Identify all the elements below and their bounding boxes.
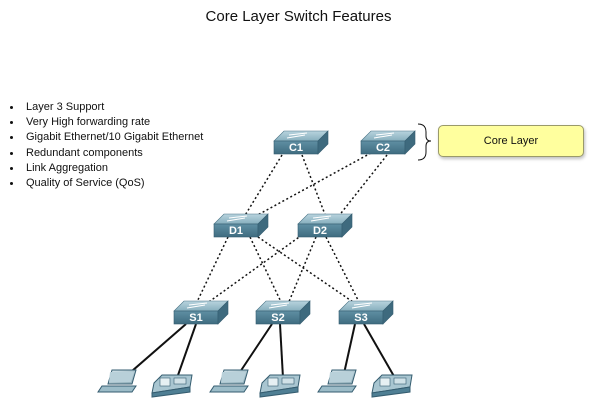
switch-label-d1: D1 <box>229 225 243 237</box>
switch-label-c1: C1 <box>289 142 303 154</box>
core-layer-callout: Core Layer <box>438 125 584 157</box>
switch-d2: D2 <box>297 213 353 238</box>
link-s1-pc1 <box>123 323 187 379</box>
link-d2-s3 <box>325 236 361 305</box>
layer-bracket <box>417 123 432 161</box>
switch-s1: S1 <box>173 300 229 325</box>
link-c2-d1 <box>253 152 372 218</box>
switch-label-s1: S1 <box>189 312 202 324</box>
laptop-icon <box>209 369 249 393</box>
diagram-title: Core Layer Switch Features <box>205 8 392 25</box>
feature-item: Gigabit Ethernet/10 Gigabit Ethernet <box>8 130 203 145</box>
feature-list: Layer 3 Support Very High forwarding rat… <box>8 100 203 191</box>
ip-phone-icon <box>151 374 193 398</box>
link-d1-s1 <box>195 236 229 305</box>
link-c1-d2 <box>301 154 327 218</box>
link-s3-pc3 <box>342 323 356 379</box>
switch-c1: C1 <box>273 130 329 155</box>
feature-item: Link Aggregation <box>8 161 203 176</box>
link-c2-d2 <box>337 154 388 218</box>
feature-item: Redundant components <box>8 146 203 161</box>
link-s2-pc2 <box>235 323 273 379</box>
ip-phone-icon <box>371 374 413 398</box>
link-d2-s2 <box>287 236 317 305</box>
link-d1-s3 <box>257 236 357 305</box>
switch-s3: S3 <box>338 300 394 325</box>
switch-label-s3: S3 <box>354 312 367 324</box>
laptop-icon <box>97 369 137 393</box>
switch-label-d2: D2 <box>313 225 327 237</box>
switch-c2: C2 <box>360 130 416 155</box>
ip-phone-icon <box>259 374 301 398</box>
laptop-icon <box>317 369 357 393</box>
switch-label-c2: C2 <box>376 142 390 154</box>
feature-item: Layer 3 Support <box>8 100 203 115</box>
switch-s2: S2 <box>255 300 311 325</box>
link-s2-phone2 <box>279 323 284 379</box>
feature-item: Quality of Service (QoS) <box>8 176 203 191</box>
link-s3-phone3 <box>363 323 396 379</box>
switch-d1: D1 <box>213 213 269 238</box>
link-d2-s1 <box>205 234 303 305</box>
link-s1-phone1 <box>176 323 197 379</box>
link-c1-d1 <box>243 154 283 218</box>
feature-item: Very High forwarding rate <box>8 115 203 130</box>
link-d1-s2 <box>249 236 283 305</box>
switch-label-s2: S2 <box>271 312 284 324</box>
